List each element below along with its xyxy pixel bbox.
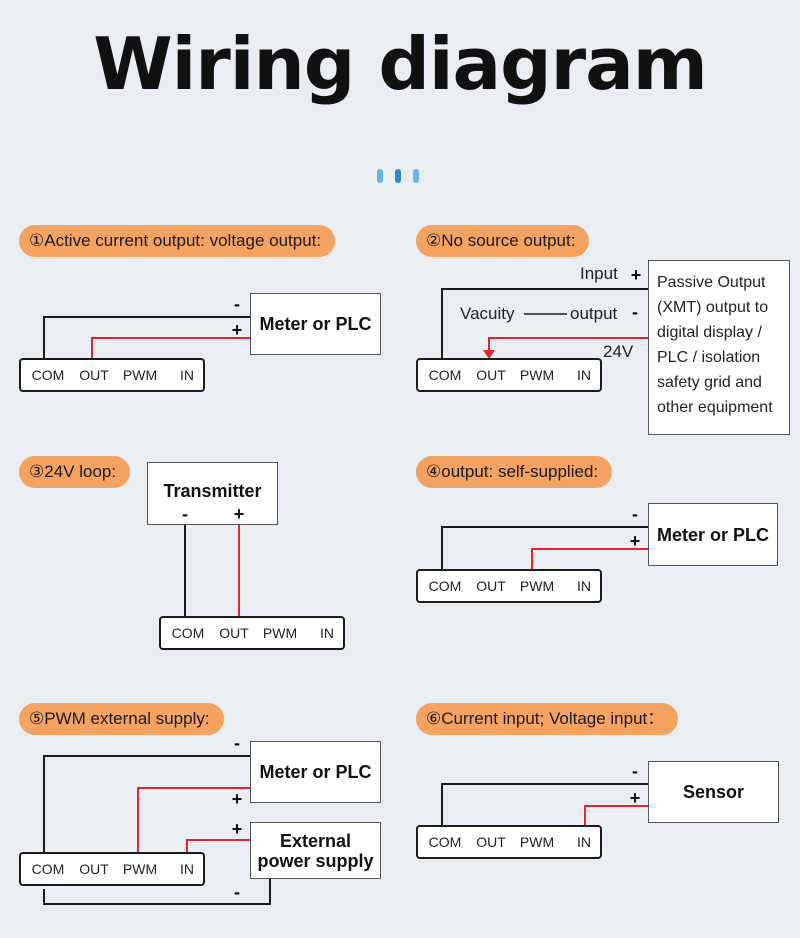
- wire-red: [531, 548, 648, 570]
- minus-sign: -: [234, 733, 240, 753]
- terminal-module: COM OUT PWM IN: [416, 358, 602, 392]
- passive-line: (XMT) output to: [657, 299, 769, 316]
- external-power-supply-box: External power supply: [250, 822, 381, 879]
- section-label-1: ①Active current output: voltage output:: [19, 225, 336, 257]
- input-label: Input: [580, 264, 618, 283]
- section-label-4: ④output: self-supplied:: [416, 456, 613, 488]
- section-label-5: ⑤PWM external supply:: [19, 703, 224, 735]
- vacuity-label: Vacuity: [460, 304, 515, 323]
- plus-sign: +: [231, 320, 243, 340]
- terminal-pwm: PWM: [519, 578, 555, 594]
- passive-line: safety grid and: [657, 374, 762, 391]
- section-label-6: ⑥Current input; Voltage input：: [416, 703, 679, 735]
- terminal-out: OUT: [79, 367, 109, 383]
- plus-sign: +: [629, 531, 641, 551]
- minus-sign: -: [632, 504, 638, 524]
- wire-red: [186, 839, 250, 853]
- meter-or-plc-box: Meter or PLC: [250, 293, 381, 355]
- terminal-pwm: PWM: [122, 861, 158, 877]
- sensor-box: Sensor: [648, 761, 779, 823]
- meter-or-plc-box: Meter or PLC: [250, 741, 381, 803]
- plus-sign: +: [231, 819, 243, 839]
- passive-line: Passive Output: [657, 274, 766, 291]
- terminal-in: IN: [577, 834, 591, 850]
- terminal-pwm: PWM: [519, 834, 555, 850]
- dot: [395, 169, 401, 183]
- terminal-in: IN: [577, 578, 591, 594]
- supply-label-line1: External: [279, 830, 352, 851]
- passive-line: PLC / isolation: [657, 349, 761, 366]
- dot: [377, 169, 383, 183]
- section-label-2: ②No source output:: [416, 225, 590, 257]
- supply-label-line2: power supply: [257, 850, 374, 871]
- plus-sign: +: [630, 265, 642, 285]
- plus-sign: +: [231, 789, 243, 809]
- terminal-module: COM OUT PWM IN: [416, 825, 602, 859]
- wire-red: [488, 337, 648, 352]
- output-label: output: [570, 304, 618, 323]
- passive-line: other equipment: [657, 399, 773, 416]
- wire-red: [137, 787, 250, 853]
- terminal-in: IN: [320, 625, 334, 641]
- wire-black: [441, 783, 648, 826]
- terminal-com: COM: [31, 367, 65, 383]
- wire-black: [441, 288, 648, 359]
- meter-or-plc-box: Meter or PLC: [648, 503, 778, 566]
- terminal-out: OUT: [219, 625, 249, 641]
- terminal-pwm: PWM: [519, 367, 555, 383]
- terminal-com: COM: [428, 834, 462, 850]
- page-title: Wiring diagram: [93, 22, 708, 106]
- minus-sign: -: [632, 761, 638, 781]
- terminal-out: OUT: [79, 861, 109, 877]
- plus-sign: +: [233, 504, 245, 524]
- terminal-com: COM: [428, 367, 462, 383]
- terminal-module: COM OUT PWM IN: [159, 616, 345, 650]
- terminal-in: IN: [180, 861, 194, 877]
- minus-sign: -: [182, 504, 188, 524]
- section-label-3: ③24V loop:: [19, 456, 131, 488]
- terminal-com: COM: [31, 861, 65, 877]
- wire-black: [43, 316, 250, 359]
- terminal-out: OUT: [476, 578, 506, 594]
- wire-black: [43, 879, 271, 905]
- minus-sign: -: [632, 302, 638, 322]
- terminal-out: OUT: [476, 367, 506, 383]
- wire-black: [43, 755, 250, 853]
- terminal-module: COM OUT PWM IN: [416, 569, 602, 603]
- terminal-pwm: PWM: [122, 367, 158, 383]
- terminal-com: COM: [428, 578, 462, 594]
- arrow-head: [483, 350, 495, 359]
- terminal-in: IN: [577, 367, 591, 383]
- passive-output-box: Passive Output (XMT) output to digital d…: [648, 260, 790, 435]
- voltage-label: 24V: [603, 342, 634, 361]
- passive-line: digital display /: [657, 324, 762, 341]
- terminal-in: IN: [180, 367, 194, 383]
- terminal-pwm: PWM: [262, 625, 298, 641]
- terminal-out: OUT: [476, 834, 506, 850]
- dot: [413, 169, 419, 183]
- minus-sign: -: [234, 882, 240, 902]
- transmitter-box: Transmitter: [147, 462, 278, 525]
- terminal-module: COM OUT PWM IN: [19, 852, 205, 886]
- wire-red: [584, 805, 648, 826]
- terminal-module: COM OUT PWM IN: [19, 358, 205, 392]
- wire-black: [441, 526, 648, 570]
- terminal-com: COM: [171, 625, 205, 641]
- minus-sign: -: [234, 294, 240, 314]
- wire-red: [91, 337, 250, 359]
- plus-sign: +: [629, 788, 641, 808]
